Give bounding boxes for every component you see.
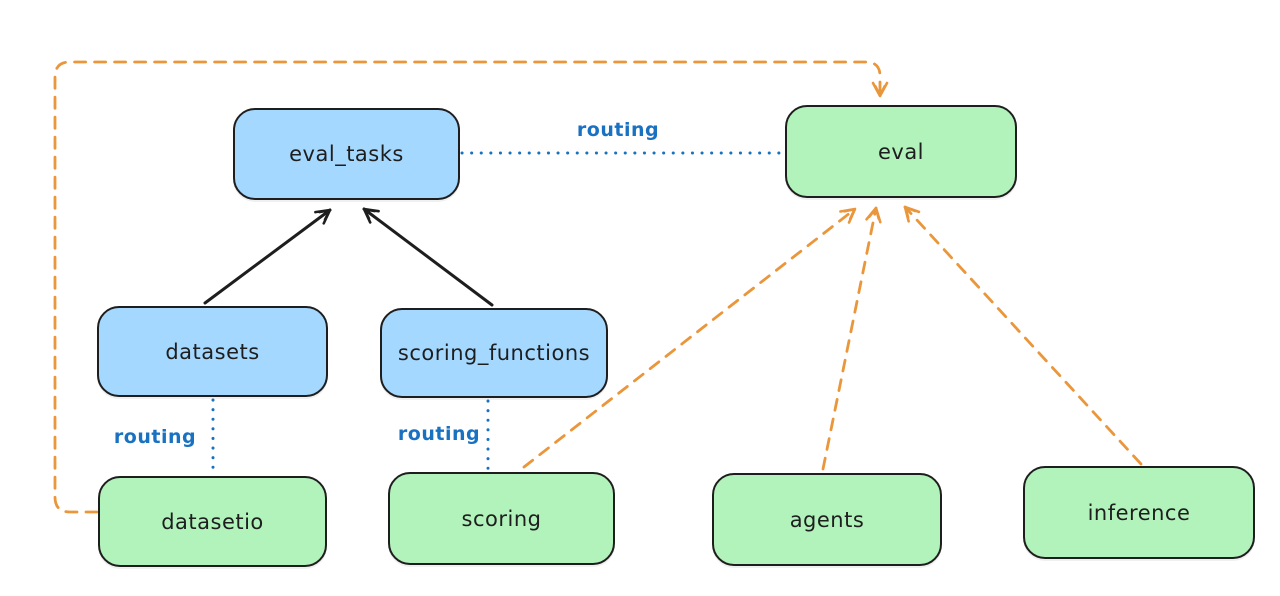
node-inference-label: inference — [1087, 500, 1191, 525]
node-inference: inference — [1023, 466, 1255, 559]
node-eval-tasks: eval_tasks — [233, 108, 460, 200]
node-scoring-functions-label: scoring_functions — [397, 341, 591, 365]
edge-datasetio-to-eval — [53, 60, 889, 514]
edge-datasets-to-eval-tasks — [203, 208, 332, 305]
edge-agents-to-eval — [821, 206, 882, 471]
node-scoring-label: scoring — [461, 506, 542, 531]
node-datasets-label: datasets — [165, 339, 260, 364]
node-scoring: scoring — [388, 472, 615, 565]
node-eval-label: eval — [877, 139, 925, 164]
node-datasetio: datasetio — [98, 476, 327, 567]
routing-label-datasets-datasetio: routing — [113, 426, 197, 448]
node-eval-tasks-label: eval_tasks — [289, 142, 404, 166]
edge-scoring-to-eval — [522, 207, 857, 469]
routing-label-scoring-functions-scoring: routing — [397, 423, 481, 445]
node-agents: agents — [712, 473, 942, 566]
node-eval: eval — [785, 105, 1017, 198]
node-scoring-functions: scoring_functions — [380, 308, 608, 398]
routing-label-eval-tasks-eval: routing — [576, 119, 660, 141]
edge-scoring-functions-to-eval-tasks — [362, 207, 494, 307]
node-datasetio-label: datasetio — [161, 509, 264, 534]
node-datasets: datasets — [97, 306, 328, 397]
node-agents-label: agents — [789, 507, 865, 532]
edge-inference-to-eval — [903, 205, 1143, 466]
